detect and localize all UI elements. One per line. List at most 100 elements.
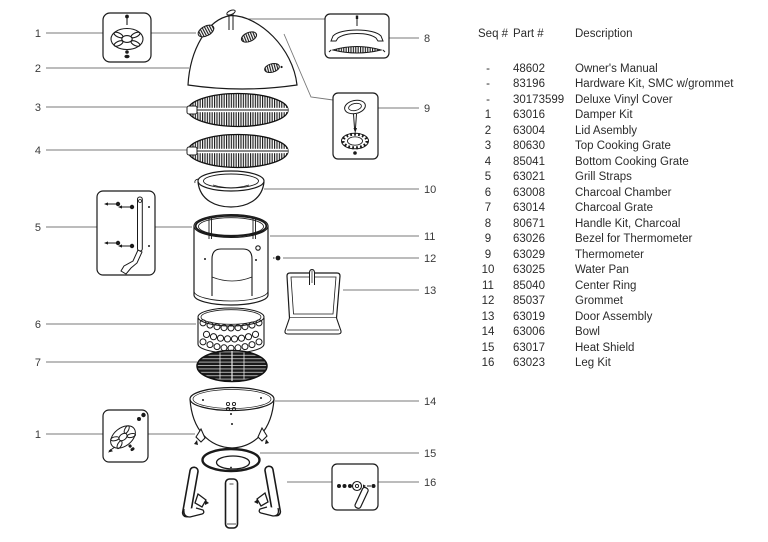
charcoal-chamber-drawing	[197, 307, 265, 354]
callout-1-bottom: 1	[35, 429, 41, 441]
desc-cell: Handle Kit, Charcoal	[575, 217, 681, 230]
callout-4: 4	[35, 145, 41, 157]
part-cell: 63026	[513, 233, 545, 245]
desc-cell: Charcoal Grate	[575, 202, 653, 214]
seq-cell: 11	[482, 279, 494, 292]
lid-drawing	[187, 9, 298, 90]
part-cell: 63021	[513, 171, 545, 183]
part-cell: 30173599	[513, 93, 565, 106]
exploded-diagram: 1 2 3 4 5 6 7 1 8 9 10 11 12 13 14 15 16	[35, 9, 436, 529]
desc-cell: Water Pan	[575, 264, 629, 276]
table-row: 3 80630 Top Cooking Grate	[476, 139, 768, 155]
desc-cell: Damper Kit	[575, 109, 633, 121]
callout-3: 3	[35, 102, 41, 114]
seq-cell: 2	[484, 124, 492, 137]
desc-cell: Center Ring	[575, 279, 637, 292]
callout-10: 10	[424, 184, 436, 196]
part-cell: 63023	[513, 357, 545, 369]
charcoal-grate-drawing	[196, 349, 268, 383]
seq-cell: 9	[484, 233, 492, 245]
desc-cell: Bottom Cooking Grate	[575, 155, 689, 168]
table-row: 16 63023 Leg Kit	[476, 356, 768, 372]
callout-13: 13	[424, 285, 436, 297]
part-cell: 63029	[513, 248, 545, 261]
desc-cell: Bowl	[575, 326, 600, 338]
thermometer-bezel-box	[332, 92, 379, 160]
callout-5: 5	[35, 222, 41, 234]
seq-cell: 4	[484, 155, 492, 168]
callout-1-top: 1	[35, 28, 41, 40]
seq-cell: 1	[484, 109, 492, 121]
desc-cell: Owner's Manual	[575, 62, 658, 75]
strap-screws-icon	[104, 201, 135, 249]
seq-cell: 8	[484, 217, 492, 230]
lid-damper-handle-icon	[226, 9, 236, 30]
seq-cell: 7	[484, 202, 492, 214]
desc-cell: Door Assembly	[575, 310, 653, 323]
part-cell: 63014	[513, 202, 545, 214]
header-desc: Description	[575, 28, 633, 40]
callout-11: 11	[424, 231, 435, 243]
part-cell: 63017	[513, 341, 545, 354]
part-cell: 85040	[513, 279, 545, 292]
callout-14: 14	[424, 396, 436, 408]
table-row: 2 63004 Lid Asembly	[476, 124, 768, 140]
desc-cell: Hardware Kit, SMC w/grommet	[575, 78, 734, 90]
part-cell: 63016	[513, 109, 545, 121]
desc-cell: Grommet	[575, 295, 623, 307]
table-row: 12 85037 Grommet	[476, 294, 768, 310]
bottom-grate-drawing	[186, 133, 289, 169]
callout-2: 2	[35, 63, 41, 75]
table-row: 1 63016 Damper Kit	[476, 108, 768, 124]
callout-lines	[46, 18, 419, 483]
callout-8: 8	[424, 33, 430, 45]
seq-cell: 15	[481, 341, 495, 354]
desc-cell: Top Cooking Grate	[575, 140, 671, 152]
seq-cell: 5	[484, 171, 492, 183]
seq-cell: 16	[481, 357, 495, 369]
table-row: - 30173599 Deluxe Vinyl Cover	[476, 93, 768, 109]
seq-cell: 9	[484, 248, 492, 261]
part-cell: 63008	[513, 186, 545, 199]
seq-cell: 6	[484, 186, 492, 199]
seq-cell: 3	[484, 140, 492, 152]
seq-cell: 13	[481, 310, 495, 323]
callout-12: 12	[424, 253, 436, 265]
desc-cell: Bezel for Thermometer	[575, 233, 693, 245]
part-cell: 85041	[513, 155, 545, 168]
part-cell: 63004	[513, 124, 545, 137]
seq-cell: -	[486, 93, 490, 106]
desc-cell: Deluxe Vinyl Cover	[575, 93, 673, 106]
door-drawing	[284, 268, 342, 335]
header-seq: Seq #	[478, 28, 509, 40]
grommet-drawing	[273, 255, 281, 261]
header-part: Part #	[513, 28, 544, 40]
parts-table-header: Seq # Part # Description	[476, 27, 768, 43]
seq-cell: -	[486, 62, 490, 75]
part-cell: 80630	[513, 140, 545, 152]
top-grate-drawing	[186, 92, 289, 128]
desc-cell: Lid Asembly	[575, 124, 638, 137]
part-cell: 63006	[513, 326, 545, 338]
table-row: 11 85040 Center Ring	[476, 279, 768, 295]
seq-cell: 12	[481, 295, 495, 307]
seq-cell: -	[486, 78, 490, 90]
part-cell: 85037	[513, 295, 545, 307]
desc-cell: Charcoal Chamber	[575, 186, 672, 199]
desc-cell: Leg Kit	[575, 357, 611, 369]
leg-kit-box	[331, 463, 379, 511]
table-row: 6 63008 Charcoal Chamber	[476, 186, 768, 202]
handle-kit-box	[324, 13, 390, 59]
seq-cell: 10	[481, 264, 495, 276]
table-row: 4 85041 Bottom Cooking Grate	[476, 155, 768, 171]
